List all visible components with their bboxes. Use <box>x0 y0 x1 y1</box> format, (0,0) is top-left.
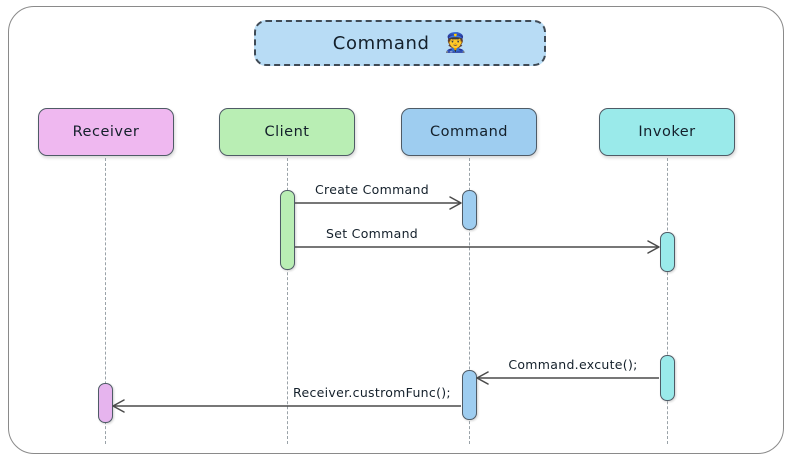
message-label-receiver-custromfunc: Receiver.custromFunc(); <box>293 385 451 400</box>
activation-bar-invoker <box>659 232 675 272</box>
message-label-create-command: Create Command <box>315 182 429 197</box>
activation-bar-command <box>461 190 477 230</box>
lifeline-invoker <box>667 158 668 444</box>
participant-receiver[interactable]: Receiver <box>38 108 174 156</box>
participant-label: Client <box>264 124 310 140</box>
participant-label: Receiver <box>72 124 140 140</box>
participant-command[interactable]: Command <box>401 108 537 156</box>
activation-bar-command <box>461 370 477 420</box>
participant-label: Command <box>429 124 509 140</box>
diagram-frame <box>8 6 784 454</box>
activation-bar-receiver <box>97 383 113 423</box>
lifeline-receiver <box>105 158 106 444</box>
lifeline-command <box>469 158 470 444</box>
page-title: Command <box>332 32 430 54</box>
police-officer-icon: 👮 <box>443 31 468 54</box>
message-label-command-execute: Command.excute(); <box>508 357 638 372</box>
message-label-set-command: Set Command <box>325 226 419 241</box>
diagram-title-box: Command 👮 <box>254 20 546 66</box>
participant-invoker[interactable]: Invoker <box>599 108 735 156</box>
participant-client[interactable]: Client <box>219 108 355 156</box>
participant-label: Invoker <box>638 124 696 140</box>
activation-bar-client <box>279 190 295 270</box>
lifeline-client <box>287 158 288 444</box>
activation-bar-invoker <box>659 355 675 401</box>
